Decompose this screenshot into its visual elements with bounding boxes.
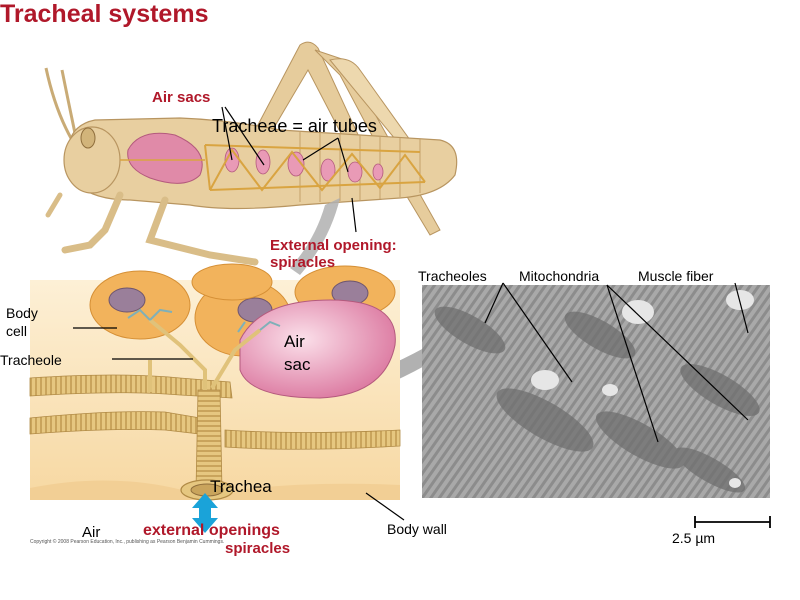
body-wall-leader	[365, 492, 405, 521]
body-trachea-network	[120, 144, 426, 192]
tracheoles-leader	[484, 282, 504, 324]
label-tracheole: Tracheole	[0, 352, 62, 368]
grasshopper-eye	[80, 127, 96, 149]
label-tracheoles: Tracheoles	[418, 268, 487, 284]
mitochondria-leader	[606, 284, 659, 443]
copyright-notice: Copyright © 2008 Pearson Education, Inc.…	[30, 539, 225, 545]
label-tracheae: Tracheae = air tubes	[212, 116, 377, 136]
electron-micrograph	[422, 282, 770, 498]
muscle-fiber-leader	[734, 282, 749, 334]
label-air: Air	[82, 524, 101, 541]
grasshopper-front-leg	[61, 191, 124, 254]
main-trachea	[195, 389, 223, 491]
label-body-cell: Body cell	[6, 305, 38, 339]
air-sac-closeup	[239, 299, 396, 399]
label-air-sac: Air sac	[284, 332, 311, 374]
label-external-opening: External opening:	[270, 237, 397, 254]
label-scale: 2.5 µm	[672, 530, 716, 546]
label-mitochondria: Mitochondria	[519, 268, 600, 284]
body-wall	[30, 480, 400, 500]
page-title: Tracheal systems	[0, 0, 209, 28]
label-air-sacs: Air sacs	[152, 89, 211, 106]
grasshopper-illustration	[44, 41, 458, 266]
scale-bar	[694, 516, 771, 528]
tracheae-leader	[302, 137, 339, 161]
label-body-wall: Body wall	[387, 521, 447, 537]
label-spiracles-bottom: spiracles	[225, 540, 291, 557]
label-spiracles-top: spiracles	[270, 254, 336, 271]
label-external-openings: external openings	[143, 522, 280, 539]
spiracle-leader	[351, 197, 357, 233]
air-flow-arrow	[192, 493, 218, 533]
grasshopper-antenna	[44, 67, 74, 141]
zoom-arrow-down	[290, 198, 340, 275]
label-muscle-fiber: Muscle fiber	[638, 268, 714, 284]
label-trachea: Trachea	[210, 477, 272, 496]
large-air-sac	[127, 132, 203, 184]
air-sacs-leader	[221, 106, 233, 161]
tissue-closeup	[29, 263, 405, 533]
tracheoles	[127, 308, 281, 333]
trachea-tube	[29, 374, 233, 399]
